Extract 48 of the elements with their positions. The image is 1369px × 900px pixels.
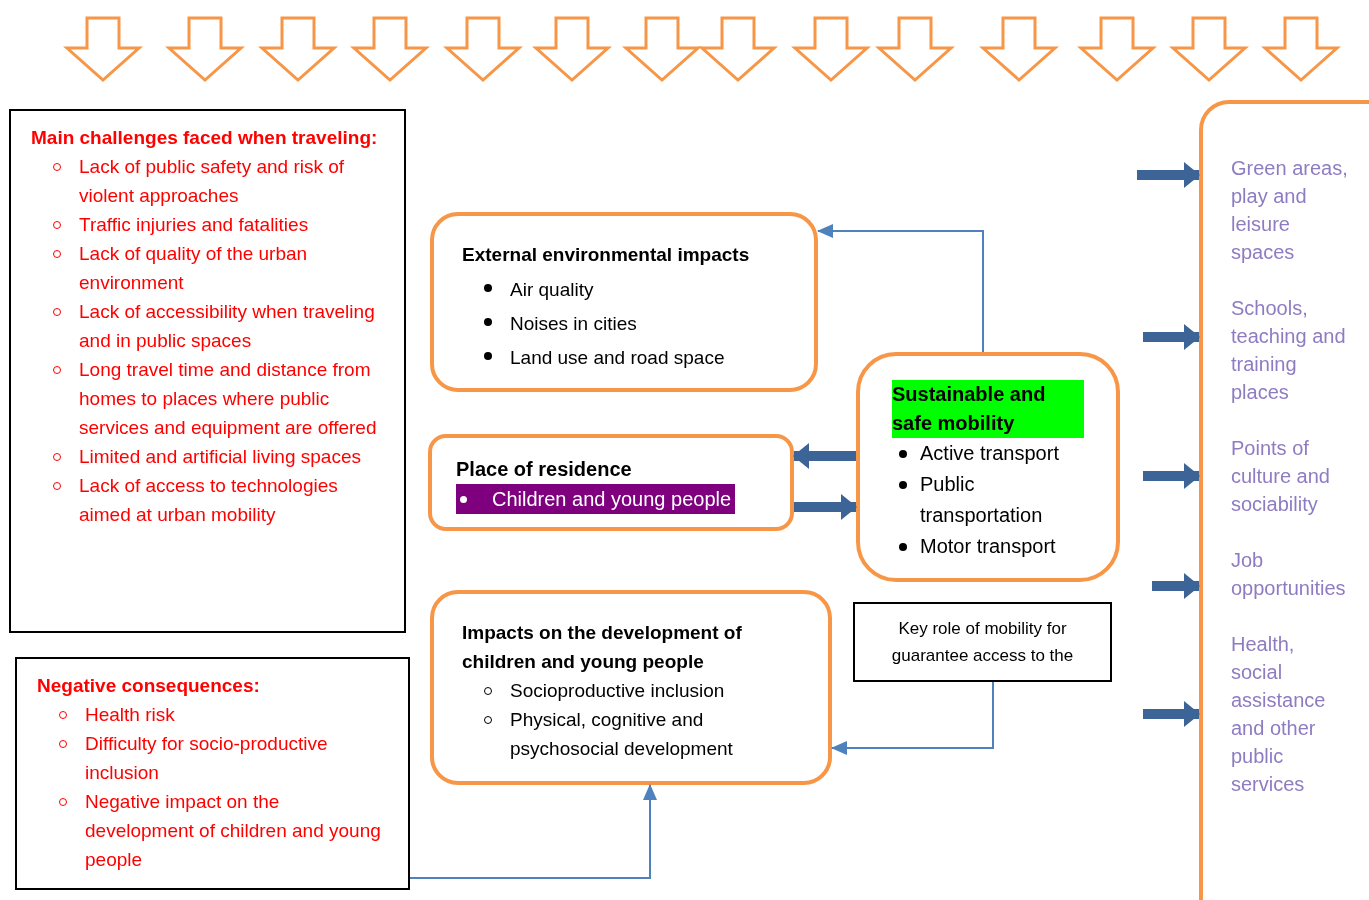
- block-arrow: [1143, 463, 1200, 489]
- connector-arrow: [817, 224, 984, 353]
- connector-arrow: [409, 784, 657, 879]
- rounded-box: [856, 352, 1120, 582]
- list-item: Lack of access to technologies aimed at urban mobility: [79, 474, 339, 527]
- list-item: Land use and road space: [510, 346, 726, 370]
- list-item: Traffic injuries and fatalities: [79, 213, 310, 237]
- block-arrow: [1152, 573, 1200, 599]
- list-item: Socioproductive inclusion: [510, 679, 726, 703]
- block-arrow: [1143, 324, 1200, 350]
- list-item: Lack of quality of the urban environment: [79, 242, 309, 295]
- list-item: Noises in cities: [510, 312, 638, 336]
- destination-label: Schools, teaching and training places: [1231, 296, 1347, 405]
- block-arrow: [1143, 701, 1200, 727]
- heading: Main challenges faced when traveling:: [31, 126, 379, 150]
- connector-arrow: [831, 681, 994, 755]
- text-box: [15, 657, 410, 890]
- highlighted-list-item: Children and young people: [492, 487, 732, 512]
- destination-label: Health, social assistance and other public services: [1231, 632, 1327, 797]
- destination-label: Points of culture and sociability: [1231, 436, 1331, 517]
- list-item: Lack of accessibility when traveling and in public spaces: [79, 300, 376, 353]
- rounded-box: [430, 212, 818, 392]
- list-item: Active transport: [920, 441, 1060, 466]
- heading: Sustainable and safe mobility: [892, 380, 1084, 438]
- destination-label: Green areas, play and leisure spaces: [1231, 156, 1349, 265]
- heading: Impacts on the development of children and young people: [462, 621, 743, 674]
- heading: External environmental impacts: [462, 243, 751, 267]
- list-item: Health risk: [85, 703, 176, 727]
- text-box: [9, 109, 406, 633]
- list-item: Air quality: [510, 278, 595, 302]
- list-item: Lack of public safety and risk of violent approaches: [79, 155, 346, 208]
- list-item: Long travel time and distance from homes to places where public services and equipment are offered: [79, 358, 378, 440]
- list-item: Motor transport: [920, 534, 1057, 559]
- heading: Place of residence: [456, 457, 633, 482]
- list-item: Negative impact on the development of children and young people: [85, 790, 382, 872]
- rounded-panel: [1199, 100, 1369, 900]
- list-item: Physical, cognitive and psychosocial development: [510, 708, 734, 761]
- block-arrow: [1137, 162, 1200, 188]
- list-item: Public transportation: [920, 472, 1044, 528]
- block-arrow: [794, 494, 857, 520]
- destination-label: Job opportunities: [1231, 548, 1347, 601]
- list-item: Difficulty for socio-productive inclusion: [85, 732, 329, 785]
- list-item: Limited and artificial living spaces: [79, 445, 362, 469]
- rounded-box: [430, 590, 832, 785]
- heading: Negative consequences:: [37, 674, 261, 698]
- block-arrow: [793, 443, 856, 469]
- rounded-box: [428, 434, 794, 531]
- text-box: Key role of mobility for guarantee access to the: [853, 602, 1112, 682]
